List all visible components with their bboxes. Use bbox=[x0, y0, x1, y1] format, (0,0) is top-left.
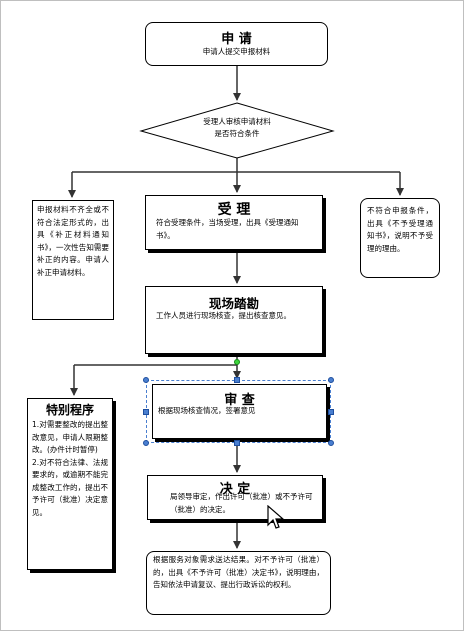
special-text: 1.对需要整改的提出整改意见，申请人限期整改。(办件计时暂停) 2.对不符合法律… bbox=[32, 420, 108, 517]
apply-box: 申 请 申请人提交申报材料 bbox=[145, 22, 328, 66]
accept-title: 受 理 bbox=[217, 202, 251, 218]
reject-box: 不符合申报条件，出具《不予受理通知书》，说明不予受理的理由。 bbox=[360, 198, 440, 278]
decide-title: 决 定 bbox=[219, 482, 251, 497]
check-diamond bbox=[139, 102, 335, 159]
decide-box: 决 定 局领导审定，作出许可（批准）或不予许可（批准）的决定。 bbox=[147, 475, 323, 520]
apply-title: 申 请 bbox=[221, 32, 252, 47]
result-box: 根据服务对象需求送达结果。对不予许可（批准）的，出具《不予许可（批准）决定书》，… bbox=[146, 551, 331, 615]
resize-handle-n[interactable] bbox=[234, 377, 240, 383]
resize-handle-nw[interactable] bbox=[143, 377, 149, 383]
reject-text: 不符合申报条件，出具《不予受理通知书》，说明不予受理的理由。 bbox=[367, 206, 433, 253]
review-title: 审 查 bbox=[224, 393, 255, 408]
inspect-text: 工作人员进行现场核查，提出核查意见。 bbox=[156, 311, 291, 320]
check-text-1: 受理人审核申请材料 bbox=[203, 117, 271, 126]
special-title: 特别程序 bbox=[45, 403, 94, 417]
inspect-title: 现场踏勘 bbox=[208, 296, 259, 311]
decide-text: 局领导审定，作出许可（批准）或不予许可（批准）的决定。 bbox=[170, 492, 313, 514]
supplement-note-text: 申报材料不齐全或不符合法定形式的，出具《补正材料通知书》，一次性告知需要补正的内… bbox=[37, 205, 109, 277]
resize-handle-se[interactable] bbox=[328, 440, 334, 446]
accept-text: 符合受理条件，当场受理，出具《受理通知书》。 bbox=[156, 218, 299, 240]
accept-box: 受 理 符合受理条件，当场受理，出具《受理通知书》。 bbox=[145, 195, 323, 250]
resize-handle-e[interactable] bbox=[328, 409, 334, 415]
resize-handle-ne[interactable] bbox=[328, 377, 334, 383]
mouse-cursor-icon bbox=[267, 505, 285, 529]
resize-handle-s[interactable] bbox=[234, 440, 240, 446]
apply-subtitle: 申请人提交申报材料 bbox=[202, 47, 271, 56]
result-text: 根据服务对象需求送达结果。对不予许可（批准）的，出具《不予许可（批准）决定书》，… bbox=[153, 555, 324, 589]
review-box[interactable]: 审 查 根据现场核查情况，签署意见 bbox=[152, 384, 327, 439]
rotate-handle[interactable] bbox=[234, 359, 240, 365]
inspect-box: 现场踏勘 工作人员进行现场核查，提出核查意见。 bbox=[145, 286, 323, 354]
check-text-2: 是否符合条件 bbox=[214, 129, 260, 138]
resize-handle-w[interactable] bbox=[143, 409, 149, 415]
resize-handle-sw[interactable] bbox=[143, 440, 149, 446]
supplement-note-box: 申报材料不齐全或不符合法定形式的，出具《补正材料通知书》，一次性告知需要补正的内… bbox=[32, 200, 114, 320]
review-text: 根据现场核查情况，签署意见 bbox=[158, 406, 256, 415]
special-box: 特别程序 1.对需要整改的提出整改意见，申请人限期整改。(办件计时暂停) 2.对… bbox=[27, 398, 113, 570]
